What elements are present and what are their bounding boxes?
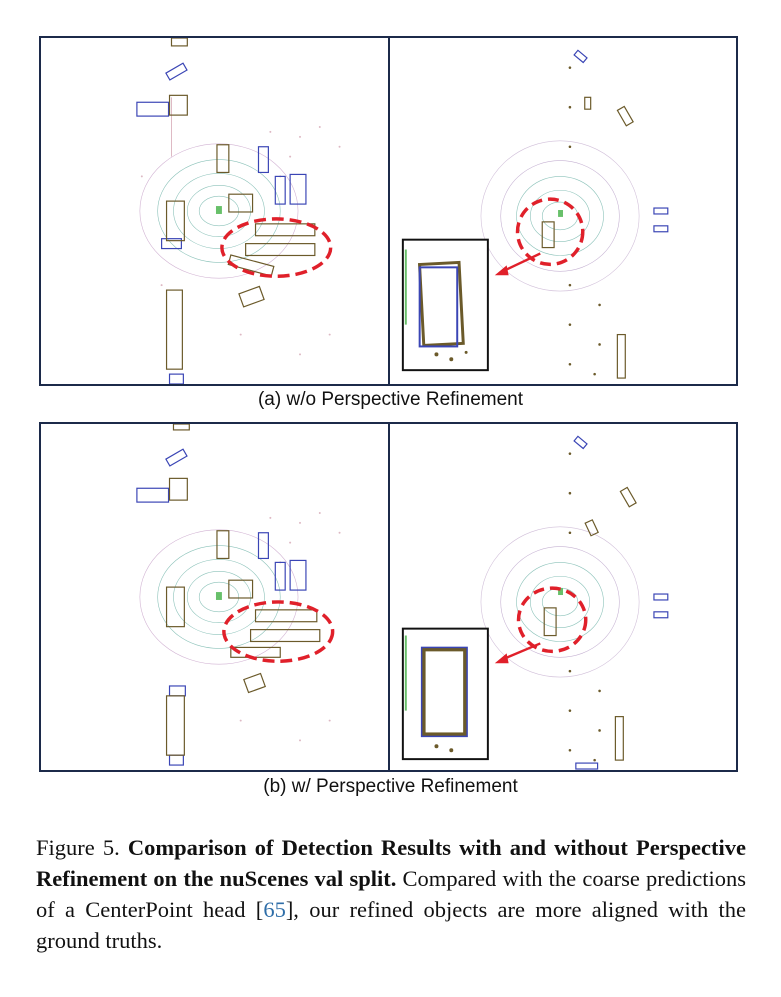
caption-text-1: Compared with the coarse predictions of … xyxy=(36,866,746,922)
pointcloud-zoom-b xyxy=(390,424,736,770)
caption-text-2: ], our refined objects are more aligned … xyxy=(36,897,747,953)
panel-a-label: (a) w/o Perspective Refinement xyxy=(257,389,524,410)
bev-scene-left-a xyxy=(136,38,341,384)
panel-row-a xyxy=(39,36,738,386)
bev-scene-right-a xyxy=(401,49,669,379)
panel-divider-b xyxy=(388,424,390,770)
panel-divider-a xyxy=(388,38,390,384)
pointcloud-zoom-a xyxy=(390,38,736,384)
pointcloud-overview-b xyxy=(41,424,388,770)
panel-b-label: (b) w/ Perspective Refinement xyxy=(263,776,518,797)
pointcloud-overview-a xyxy=(41,38,388,384)
caption-prefix: Figure 5. xyxy=(36,835,128,860)
bev-scene-right-b xyxy=(401,435,669,770)
figure-caption: Figure 5. Comparison of Detection Result… xyxy=(36,832,746,956)
bev-scene-left-b xyxy=(136,424,341,766)
citation-link[interactable]: 65 xyxy=(263,897,286,922)
panel-row-b xyxy=(39,422,738,772)
caption-bold-title: Comparison of Detection Results with and… xyxy=(36,835,746,891)
